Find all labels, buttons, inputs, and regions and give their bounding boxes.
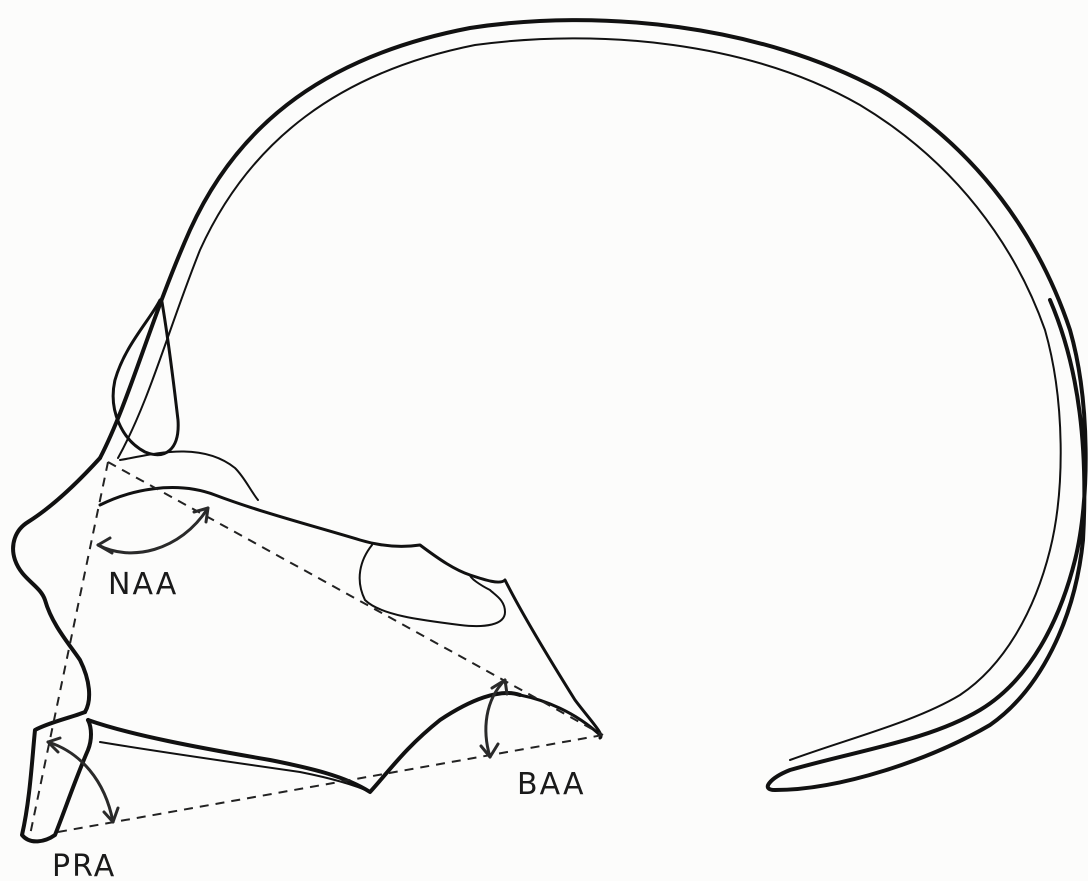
orbital-outline <box>120 451 258 500</box>
cranial-vault-outer-outline <box>100 20 1086 790</box>
frontal-sinus <box>113 300 178 455</box>
palate-lower-boundary <box>88 693 520 792</box>
pra-label: PRA <box>52 849 116 881</box>
cranial-vault-inner-outline <box>118 38 1061 760</box>
baa-label: BAA <box>517 767 585 802</box>
nasion-to-basion-line <box>108 462 603 735</box>
maxilla-upper-boundary <box>100 488 601 738</box>
naa-arrowhead-left <box>98 538 112 553</box>
naa-label: NAA <box>108 567 178 602</box>
premaxilla-outline <box>22 712 91 841</box>
nasal-profile <box>13 458 100 712</box>
naa-angle-arc <box>98 508 208 553</box>
pra-angle-arc <box>48 742 113 822</box>
